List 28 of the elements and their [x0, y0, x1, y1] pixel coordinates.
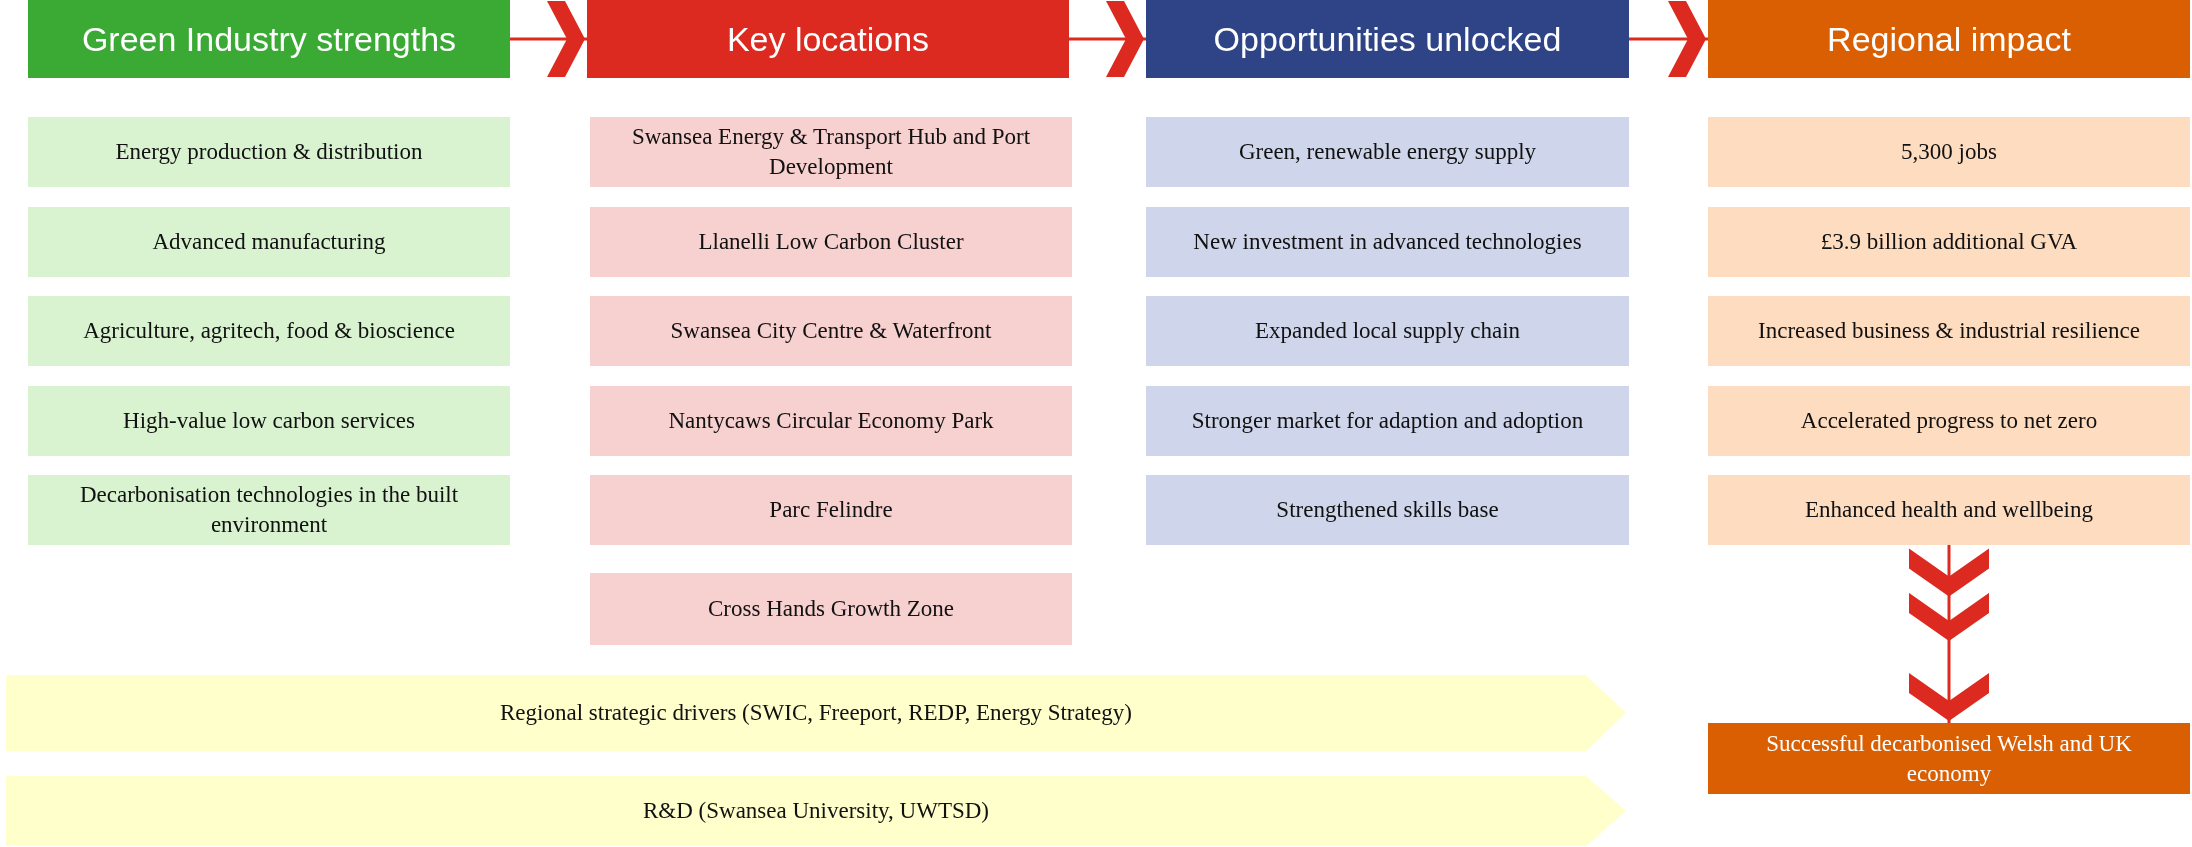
text-box: Stronger market for adaption and adoption [1146, 386, 1629, 456]
text-box: Energy production & distribution [28, 117, 510, 187]
text-box: Swansea Energy & Transport Hub and Port Development [590, 117, 1072, 187]
band-label: Regional strategic drivers (SWIC, Freeport, REDP, Energy Strategy) [500, 699, 1132, 728]
text-box: £3.9 billion additional GVA [1708, 207, 2190, 277]
text-box: Advanced manufacturing [28, 207, 510, 277]
text-box: Decarbonisation technologies in the built environment [28, 475, 510, 545]
text-box: High-value low carbon services [28, 386, 510, 456]
text-box: Strengthened skills base [1146, 475, 1629, 545]
text-box: Cross Hands Growth Zone [590, 573, 1072, 645]
column-header: Opportunities unlocked [1146, 0, 1629, 78]
text-box: Swansea City Centre & Waterfront [590, 296, 1072, 366]
column-header: Key locations [587, 0, 1069, 78]
band-label: R&D (Swansea University, UWTSD) [643, 797, 989, 826]
text-box: Llanelli Low Carbon Cluster [590, 207, 1072, 277]
column-header: Green Industry strengths [28, 0, 510, 78]
text-box: New investment in advanced technologies [1146, 207, 1629, 277]
text-box: Nantycaws Circular Economy Park [590, 386, 1072, 456]
text-box: 5,300 jobs [1708, 117, 2190, 187]
text-box: Agriculture, agritech, food & bioscience [28, 296, 510, 366]
text-box: Green, renewable energy supply [1146, 117, 1629, 187]
text-box: Parc Felindre [590, 475, 1072, 545]
column-header: Regional impact [1708, 0, 2190, 78]
text-box: Expanded local supply chain [1146, 296, 1629, 366]
text-box: Accelerated progress to net zero [1708, 386, 2190, 456]
outcome-box: Successful decarbonised Welsh and UK economy [1708, 723, 2190, 794]
text-box: Increased business & industrial resilience [1708, 296, 2190, 366]
text-box: Enhanced health and wellbeing [1708, 475, 2190, 545]
